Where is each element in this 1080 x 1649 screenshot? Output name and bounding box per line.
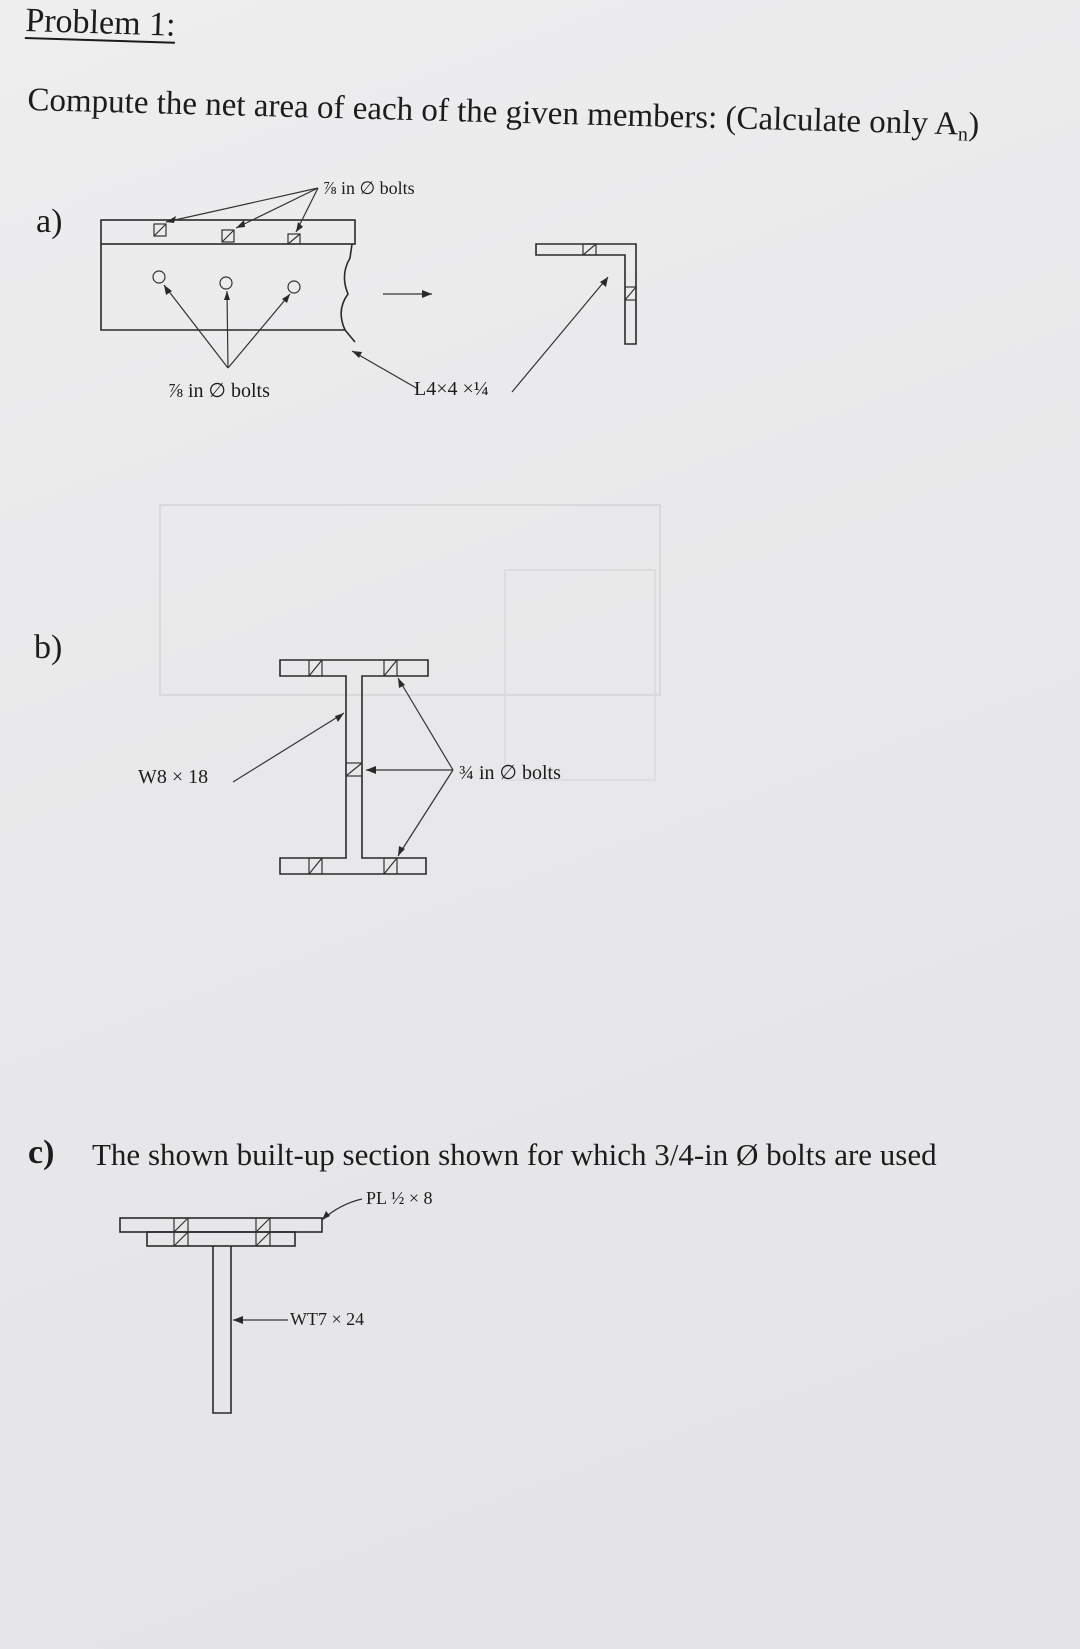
tee-flange [146, 1231, 296, 1247]
part-a-label: a) [36, 203, 63, 240]
angle-section [535, 243, 637, 345]
flange-bolt-holes [308, 659, 398, 875]
bolt-hole-square [308, 857, 323, 875]
tee-size-label: WT7 × 24 [290, 1309, 365, 1329]
bolt-hole-square [383, 659, 398, 677]
web-bolt-hole [345, 762, 363, 777]
section-leader [232, 712, 345, 783]
bolt-circle [152, 270, 166, 284]
bleed-through-rectangle-2 [504, 569, 656, 781]
bolt-hole-square [383, 857, 398, 875]
angle-leader-left [351, 350, 419, 390]
top-bolts-label: ⅞ in ∅ bolts [323, 178, 415, 198]
angle-top-leg-view [100, 219, 356, 245]
bolt-leaders [366, 677, 454, 857]
bolt-hole-square [308, 659, 323, 677]
angle-plate-body [100, 243, 353, 331]
part-c-statement: The shown built-up section shown for whi… [92, 1137, 937, 1172]
tee-stem [212, 1246, 232, 1414]
bleed-through-rectangle [159, 504, 661, 696]
bolt-circle [287, 280, 301, 294]
bolt-hole-square [153, 223, 167, 237]
plate-break-line [344, 329, 356, 343]
angle-bolt-hole [582, 243, 597, 256]
w-section-outline [279, 659, 429, 875]
part-c-label: c) [28, 1134, 55, 1171]
plate-size-label: PL ½ × 8 [366, 1188, 433, 1208]
web-bolts-label: ¾ in ∅ bolts [459, 762, 561, 784]
w-section-label: W8 × 18 [138, 766, 209, 788]
angle-size-label: L4×4 ×¼ [414, 378, 489, 400]
built-up-bolt-holes [173, 1217, 271, 1247]
angle-leader-right [511, 276, 609, 393]
top-bolt-holes [153, 223, 301, 245]
part-b-label: b) [34, 629, 63, 666]
bolt-hole-square [221, 229, 235, 243]
top-plate [119, 1217, 323, 1233]
bolt-hole-square [287, 233, 301, 245]
face-bolt-holes [152, 270, 301, 294]
angle-bolt-hole [624, 286, 637, 301]
bottom-bolts-label: ⅞ in ∅ bolts [168, 380, 270, 402]
bolt-circle [219, 276, 233, 290]
bottom-bolt-leaders [163, 284, 291, 369]
